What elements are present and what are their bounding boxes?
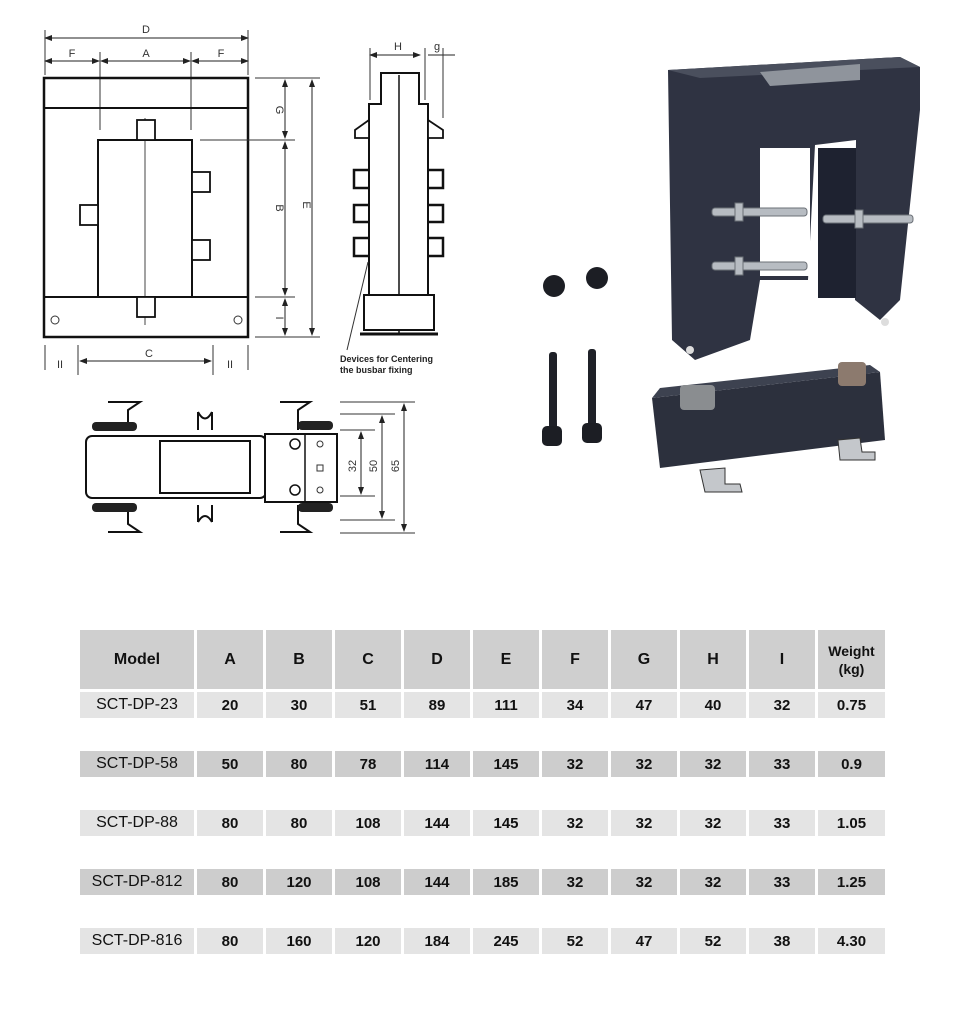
header-i: I (749, 630, 815, 689)
table-header-row: Model A B C D E F G H I Weight (kg) (80, 630, 888, 689)
svg-text:I: I (273, 316, 285, 319)
header-f: F (542, 630, 608, 689)
header-e: E (473, 630, 539, 689)
side-view-drawing: H g Devices for Centering the busbar fix… (340, 41, 455, 375)
svg-text:C: C (145, 348, 153, 360)
svg-text:H: H (394, 41, 402, 53)
svg-text:F: F (218, 48, 225, 60)
svg-text:g: g (434, 41, 440, 53)
dimension-table: Model A B C D E F G H I Weight (kg) SCT-… (80, 630, 888, 954)
header-weight: Weight (kg) (818, 630, 885, 689)
header-d: D (404, 630, 470, 689)
centering-note-line1: Devices for Centering (340, 354, 433, 364)
svg-text:E: E (300, 201, 312, 208)
svg-text:F: F (69, 48, 76, 60)
svg-text:A: A (142, 48, 150, 60)
table-row: SCT-DP-88 80 80 108 144 145 32 32 32 33 … (80, 810, 888, 836)
header-model: Model (80, 630, 194, 689)
header-g: G (611, 630, 677, 689)
svg-text:32: 32 (347, 460, 359, 472)
table-row: SCT-DP-812 80 120 108 144 185 32 32 32 3… (80, 869, 888, 895)
table-row: SCT-DP-58 50 80 78 114 145 32 32 32 33 0… (80, 751, 888, 777)
product-photo (542, 57, 920, 493)
label-plate (760, 64, 860, 86)
svg-text:II: II (57, 359, 63, 371)
svg-text:50: 50 (368, 460, 380, 472)
top-view-drawing: 32 50 65 (85, 401, 415, 534)
centering-note-line2: the busbar fixing (340, 365, 413, 375)
label-D: D (142, 24, 150, 36)
header-h: H (680, 630, 746, 689)
svg-text:B: B (273, 204, 285, 211)
table-row: SCT-DP-23 20 30 51 89 111 34 47 40 32 0.… (80, 692, 888, 718)
front-view-drawing: D F A F G B E I C II II (42, 24, 320, 375)
svg-text:G: G (273, 106, 285, 115)
svg-text:65: 65 (390, 460, 402, 472)
header-a: A (197, 630, 263, 689)
header-c: C (335, 630, 401, 689)
table-row: SCT-DP-816 80 160 120 184 245 52 47 52 3… (80, 928, 888, 954)
svg-text:II: II (227, 359, 233, 371)
header-b: B (266, 630, 332, 689)
